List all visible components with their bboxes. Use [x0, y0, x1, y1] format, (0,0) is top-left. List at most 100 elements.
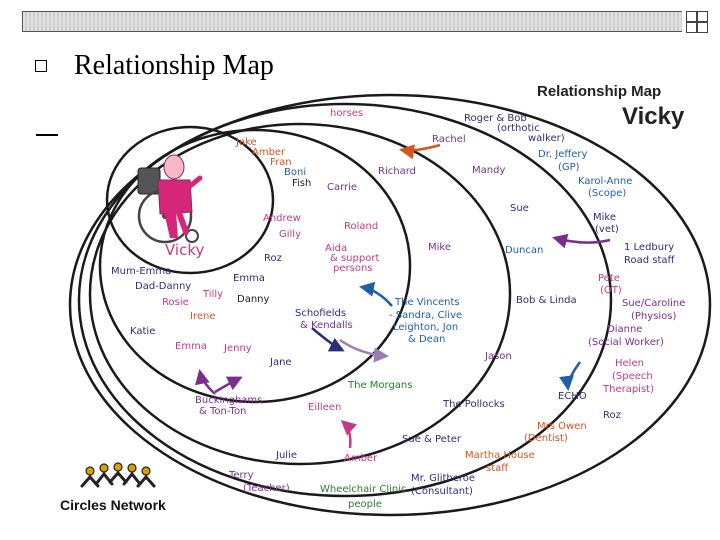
relationship-rings	[68, 93, 712, 517]
label-carrie: Carrie	[327, 182, 357, 193]
label-roland: Roland	[344, 221, 378, 232]
label-andrew: Andrew	[263, 213, 301, 224]
label-bob-linda: Bob & Linda	[516, 295, 577, 306]
arrow-rachel	[399, 143, 441, 160]
label-schofields: Schofields	[295, 308, 346, 319]
label-mandy: Mandy	[472, 165, 505, 176]
label-tilly: Tilly	[202, 289, 223, 300]
label-dianne: Dianne	[607, 324, 642, 335]
arrow-kendalls	[339, 338, 389, 363]
arrow-buckinghams	[195, 369, 216, 395]
relationship-labels: horses Roger & Bob (orthotic walker) Rac…	[111, 108, 685, 510]
label-terry: Terry	[228, 470, 254, 481]
label-roz-outer: Roz	[603, 410, 621, 421]
label-fish: Fish	[292, 178, 311, 189]
label-dentist: (Dentist)	[524, 433, 568, 444]
label-ot: (OT)	[600, 285, 622, 296]
label-martha-house: Martha House	[465, 450, 535, 461]
label-wheelchair-clinic: Wheelchair Clinic	[320, 484, 407, 495]
arrow-schofields	[311, 327, 345, 352]
label-echo: ECHO	[558, 391, 587, 402]
label-roz-inner: Roz	[264, 253, 282, 264]
label-sue-top: Sue	[510, 203, 529, 214]
label-rosie: Rosie	[162, 297, 189, 308]
label-social-worker: (Social Worker)	[588, 337, 664, 348]
label-speech: (Speech	[612, 371, 653, 382]
label-physios: (Physios)	[631, 311, 677, 322]
label-scope: (Scope)	[588, 188, 626, 199]
label-dad-danny: Dad-Danny	[135, 281, 191, 292]
label-rachel: Rachel	[432, 134, 466, 145]
label-mike: Mike	[428, 242, 451, 253]
label-aida: Aida	[325, 243, 347, 254]
label-consultant: (Consultant)	[411, 486, 473, 497]
label-mum-emma: Mum-Emma	[111, 266, 171, 277]
label-emma-outer: Emma	[175, 341, 207, 352]
label-katie: Katie	[130, 326, 155, 337]
arrow-vincents	[359, 281, 393, 307]
arrow-amber	[340, 420, 357, 449]
label-roger-bob: Roger & Bob	[464, 113, 527, 124]
bullet-dash	[36, 134, 58, 136]
label-horses: horses	[330, 108, 363, 119]
label-jenny: Jenny	[223, 343, 252, 354]
label-therapist: Therapist)	[602, 384, 654, 395]
label-jason: Jason	[484, 351, 512, 362]
label-vincents-3: Leighton, Jon	[393, 322, 458, 333]
label-the-pollocks: The Pollocks	[442, 399, 505, 410]
label-buckinghams: Buckinghams	[195, 395, 262, 406]
label-persons: persons	[333, 263, 373, 274]
label-gp: (GP)	[558, 162, 580, 173]
label-teacher: (Teacher)	[243, 483, 290, 494]
ring-4	[77, 102, 613, 498]
diagram-subject-name: Vicky	[622, 103, 685, 130]
label-duncan: Duncan	[505, 245, 543, 256]
corner-box-1	[686, 11, 697, 22]
label-martha-staff: staff	[486, 463, 509, 474]
label-kendalls: & Kendalls	[300, 320, 353, 331]
label-sue-peter: Sue & Peter	[402, 434, 462, 445]
label-amber-outer: Amber	[344, 453, 378, 464]
label-dr-jeffery: Dr. Jeffery	[538, 149, 588, 160]
label-support: & support	[330, 253, 379, 264]
label-karol-anne: Karol-Anne	[578, 176, 632, 187]
label-boni: Boni	[284, 167, 306, 178]
corner-box-2	[697, 11, 708, 22]
label-vincents-2: - Sandra, Clive	[389, 310, 462, 321]
corner-box-4	[697, 22, 708, 33]
label-the-morgans: The Morgans	[347, 380, 412, 391]
diagram-title: Relationship Map	[537, 83, 661, 100]
label-sue-caroline: Sue/Caroline	[622, 298, 685, 309]
label-jane: Jane	[269, 357, 292, 368]
label-mike-vet: Mike	[593, 212, 616, 223]
label-helen: Helen	[615, 358, 644, 369]
label-danny: Danny	[237, 294, 270, 305]
label-amber-inner: Amber	[252, 147, 286, 158]
label-ton-ton: & Ton-Ton	[199, 406, 246, 417]
label-richard: Richard	[378, 166, 416, 177]
label-vet: (vet)	[595, 224, 619, 235]
label-walker: walker)	[528, 133, 565, 144]
label-pete: Pete	[598, 273, 620, 284]
label-ledbury: 1 Ledbury	[624, 242, 674, 253]
label-julie: Julie	[275, 450, 297, 461]
slide-title: Relationship Map	[74, 50, 274, 81]
label-vincents-4: & Dean	[408, 334, 445, 345]
label-orthotic: (orthotic	[497, 123, 540, 134]
label-wheelchair-people: people	[348, 499, 382, 510]
logo-text: Circles Network	[60, 497, 166, 513]
ring-3	[88, 122, 512, 466]
label-road-staff: Road staff	[624, 255, 676, 266]
arrow-echo	[559, 361, 582, 391]
ring-outer	[68, 93, 712, 517]
label-mrs-owen: Mrs Owen	[537, 421, 587, 432]
title-bullet-icon	[35, 60, 47, 72]
arrow-mike-vet	[552, 233, 611, 249]
arrow-buckinghams-2	[214, 376, 243, 394]
label-glitheroe: Mr. Glitheroe	[411, 473, 475, 484]
slide-header-bar	[22, 11, 682, 32]
ring-inner	[105, 125, 275, 275]
circles-network-logo-icon: Circles Network	[60, 462, 166, 513]
label-vicky: Vicky	[165, 241, 204, 259]
